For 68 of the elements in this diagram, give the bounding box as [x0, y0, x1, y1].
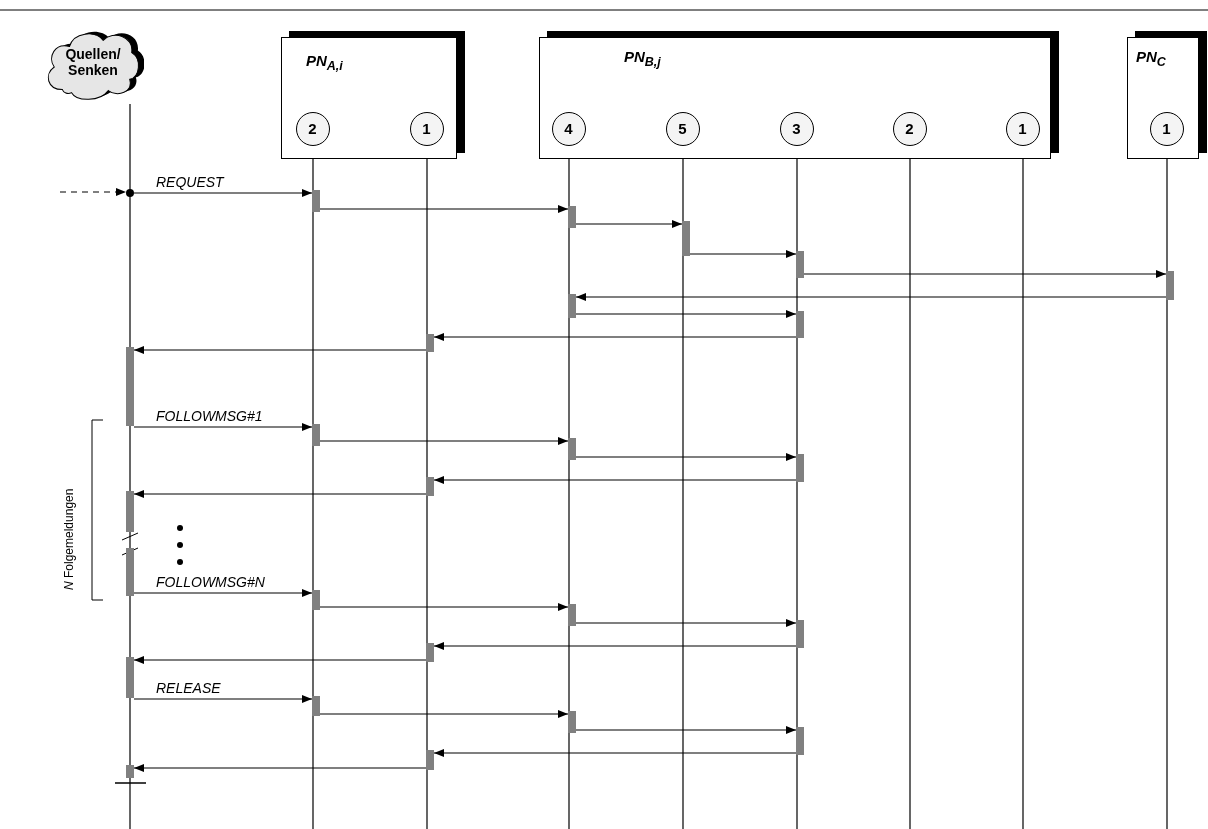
activation-bar [1166, 271, 1174, 300]
activation-bar [568, 604, 576, 626]
start-dot [126, 189, 134, 197]
node-label: Quellen/ Senken [64, 46, 122, 78]
message-arrow [575, 310, 797, 318]
message-arrow [133, 589, 313, 597]
message-arrow [319, 205, 569, 213]
message-arrow [133, 346, 427, 354]
port-circle: 3 [779, 111, 814, 146]
message-arrow [575, 453, 797, 461]
activation-bar [426, 477, 434, 496]
activation-bar [796, 727, 804, 755]
frame-title: PN$_{C}$ [1136, 48, 1166, 69]
activation-bar [568, 438, 576, 460]
activation-bar [126, 548, 134, 596]
activation-bar [796, 251, 804, 278]
port-circle: 1 [1149, 111, 1184, 146]
port-circle: 1 [409, 111, 444, 146]
message-arrow [319, 710, 569, 718]
edge-label: REQUEST [154, 174, 226, 190]
message-arrow [59, 188, 127, 196]
edge-label: FOLLOWMSG#N [154, 574, 267, 590]
message-arrow [575, 220, 683, 228]
frame-title: PN$_{A,i}$ [306, 52, 343, 73]
activation-bar [126, 347, 134, 426]
message-arrow [133, 423, 313, 431]
message-arrow [689, 250, 797, 258]
activation-bar [426, 334, 434, 352]
activation-bar [568, 711, 576, 733]
activation-bar [426, 643, 434, 662]
activation-bar [126, 491, 134, 532]
message-arrow [433, 642, 797, 650]
message-arrow [803, 270, 1167, 278]
port-circle: 2 [892, 111, 927, 146]
activation-bar [312, 696, 320, 716]
message-arrow [133, 656, 427, 664]
edge-label: RELEASE [154, 680, 223, 696]
activation-bar [312, 590, 320, 610]
message-arrow [433, 749, 797, 757]
message-arrow [433, 333, 797, 341]
activation-bar [312, 190, 320, 212]
message-arrow [575, 619, 797, 627]
port-circle: 2 [295, 111, 330, 146]
message-arrow [133, 764, 427, 772]
port-circle: 5 [665, 111, 700, 146]
message-arrow [133, 695, 313, 703]
activation-bar [568, 294, 576, 318]
message-arrow [319, 437, 569, 445]
activation-bar [126, 765, 134, 778]
activation-bar [126, 657, 134, 698]
port-circle: 4 [551, 111, 586, 146]
activation-bar [796, 454, 804, 482]
message-arrow [433, 476, 797, 484]
activation-bar [426, 750, 434, 770]
bracket-label: N Folgemeldungen [62, 488, 76, 590]
frame-title: PN$_{B,j}$ [624, 48, 661, 69]
message-arrow [133, 490, 427, 498]
message-arrow [575, 726, 797, 734]
activation-bar [796, 311, 804, 338]
activation-bar [796, 620, 804, 648]
port-circle: 1 [1005, 111, 1040, 146]
activation-bar [568, 206, 576, 228]
activation-bar [312, 424, 320, 446]
message-arrow [133, 189, 313, 197]
message-arrow [319, 603, 569, 611]
message-arrow [575, 293, 1167, 301]
activation-bar [682, 221, 690, 256]
edge-label: FOLLOWMSG#1 [154, 408, 265, 424]
